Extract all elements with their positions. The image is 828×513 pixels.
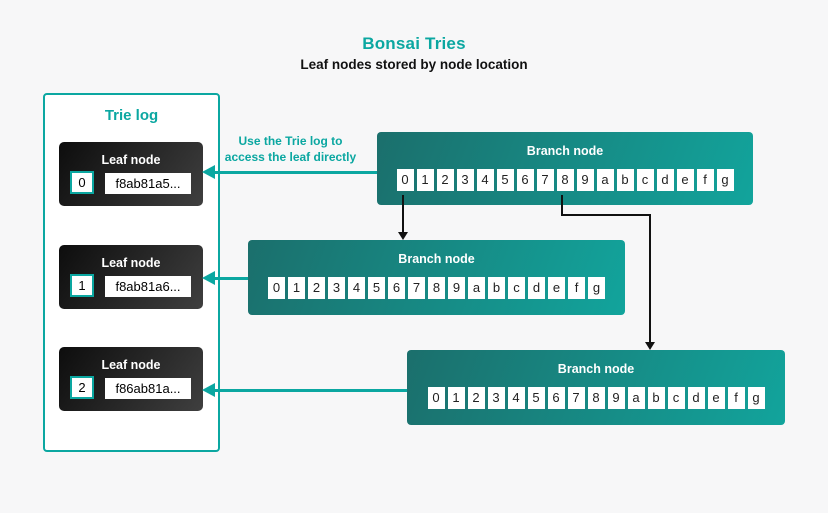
branch-cell: 0 [268,277,285,299]
branch-cell: 7 [408,277,425,299]
connector-cell8-to-branch3-head-icon [645,342,655,350]
branch-cell: 3 [456,169,474,191]
leaf-hash-box: f86ab81a... [105,378,191,399]
arrow-branch2-to-leaf1-head-icon [202,271,215,285]
branch-cell: d [528,277,545,299]
arrow-branch3-to-leaf2-line [214,389,407,392]
leaf-hash-box: f8ab81a5... [105,173,191,194]
branch-cell: f [696,169,714,191]
connector-cell8-vertical1-line [561,195,563,216]
branch-cell: 0 [396,169,414,191]
branch-cell: b [616,169,634,191]
branch-cell: c [667,387,685,409]
branch-node-label: Branch node [398,252,475,266]
leaf-node-label: Leaf node [101,256,161,270]
branch-cell: e [548,277,565,299]
branch-node-label: Branch node [557,362,635,376]
branch-cell: a [468,277,485,299]
branch-cell: c [636,169,654,191]
branch-cell: f [727,387,745,409]
branch-cell: f [568,277,585,299]
branch-cell: 4 [507,387,525,409]
connector-cell8-vertical2-line [649,214,651,344]
leaf-index-box: 1 [70,274,94,297]
connector-cell8-horizontal-line [561,214,651,216]
branch-cell: 1 [288,277,305,299]
branch-cell: 3 [328,277,345,299]
branch-cell: 4 [348,277,365,299]
connector-cell0-to-branch2-head-icon [398,232,408,240]
connector-cell0-to-branch2-line [402,195,404,233]
leaf-node-1: Leaf node 1 f8ab81a6... [59,245,203,309]
branch-cell: 5 [496,169,514,191]
trie-log-title: Trie log [104,107,159,124]
branch-cell: 6 [516,169,534,191]
branch-cell: 7 [536,169,554,191]
branch-cell: a [596,169,614,191]
branch-cell: 9 [576,169,594,191]
branch-cell: b [647,387,665,409]
branch-cell: 1 [447,387,465,409]
arrow-branch1-to-leaf0-line [214,171,377,174]
branch-cell: 0 [427,387,445,409]
leaf-node-2: Leaf node 2 f86ab81a... [59,347,203,411]
trie-log-annotation: Use the Trie log to access the leaf dire… [213,133,368,165]
branch-cell: g [716,169,734,191]
branch-cell: 8 [587,387,605,409]
branch-cell: 8 [428,277,445,299]
diagram-header: Bonsai Tries Leaf nodes stored by node l… [0,34,828,72]
branch-cell: 9 [448,277,465,299]
branch-cell: 1 [416,169,434,191]
branch-cell: 5 [527,387,545,409]
branch-cell: 4 [476,169,494,191]
branch-node-label: Branch node [526,144,604,158]
branch-cell: 6 [388,277,405,299]
branch-cell: c [508,277,525,299]
arrow-branch3-to-leaf2-head-icon [202,383,215,397]
branch-cell: g [588,277,605,299]
branch-cell: g [747,387,765,409]
branch-cell: e [707,387,725,409]
annotation-line-2: access the leaf directly [224,150,357,165]
leaf-index-box: 0 [70,171,94,194]
branch-cell: b [488,277,505,299]
leaf-index-box: 2 [70,376,94,399]
leaf-node-label: Leaf node [101,153,161,167]
arrow-branch1-to-leaf0-head-icon [202,165,215,179]
branch-cell: a [627,387,645,409]
branch-cell: 6 [547,387,565,409]
arrow-branch2-to-leaf1-line [214,277,248,280]
branch-cell: 7 [567,387,585,409]
branch-cell: d [656,169,674,191]
branch-cell: 2 [308,277,325,299]
branch-cell: 2 [436,169,454,191]
leaf-node-0: Leaf node 0 f8ab81a5... [59,142,203,206]
annotation-line-1: Use the Trie log to [238,134,343,148]
branch-cell: 9 [607,387,625,409]
diagram-title: Bonsai Tries [362,34,466,53]
leaf-node-label: Leaf node [101,358,161,372]
diagram-subtitle: Leaf nodes stored by node location [300,57,528,72]
leaf-hash-box: f8ab81a6... [105,276,191,297]
branch-cell: 3 [487,387,505,409]
branch-cell: 2 [467,387,485,409]
branch-cell: 8 [556,169,574,191]
branch-cell: 5 [368,277,385,299]
branch-cell: e [676,169,694,191]
branch-cell: d [687,387,705,409]
